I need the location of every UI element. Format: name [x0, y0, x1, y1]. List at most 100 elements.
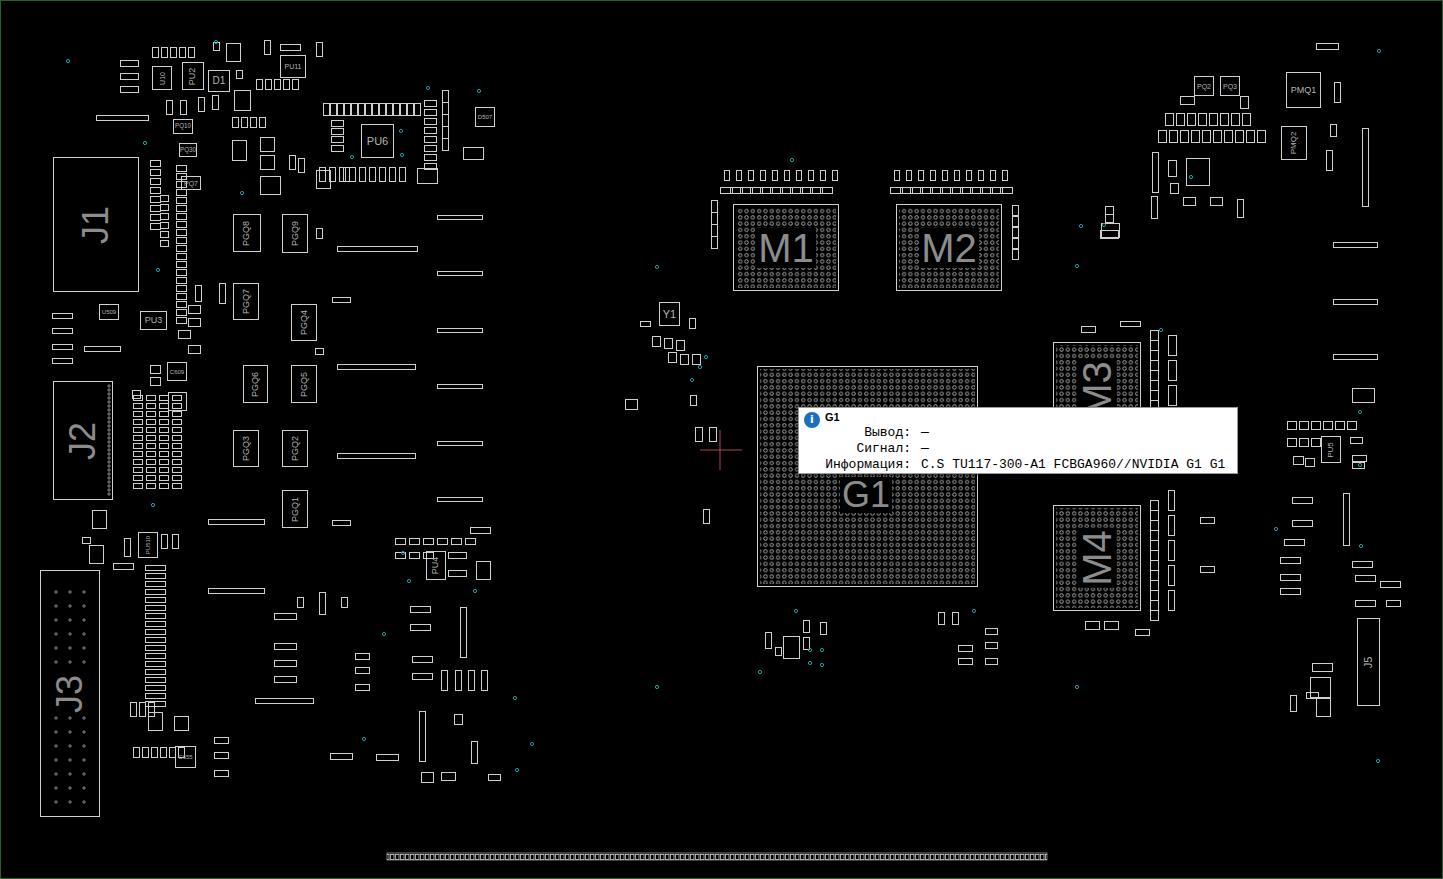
via [214, 40, 217, 43]
component-outline: Y1 [659, 302, 680, 326]
smd-part [134, 420, 143, 425]
smd-part [257, 80, 263, 90]
smd-part [1387, 601, 1401, 607]
connector-pin [108, 433, 110, 435]
smd-part [146, 622, 166, 627]
smd-part [345, 104, 351, 116]
smd-part [1317, 44, 1339, 50]
via [1358, 410, 1361, 413]
part-designator: PGQ5 [300, 371, 309, 396]
smd-part [931, 171, 936, 181]
smd-part [1243, 114, 1251, 126]
connector-pin [69, 759, 71, 761]
smd-part [151, 197, 161, 203]
connector-pin [69, 773, 71, 775]
part-designator: PGQ9 [291, 221, 300, 246]
smd-part [160, 468, 169, 473]
smd-part [712, 201, 718, 213]
smd-part [424, 539, 434, 545]
smd-part [425, 164, 437, 170]
smd-part [160, 396, 169, 401]
smd-part [1151, 531, 1159, 541]
connector-pin [55, 633, 57, 635]
smd-part [696, 428, 703, 442]
part-designator: PGQ6 [251, 371, 260, 396]
smd-part [1344, 494, 1350, 546]
smd-part [332, 121, 344, 127]
smd-part [1169, 566, 1175, 586]
smd-part [1293, 498, 1313, 504]
part-designator: PGQ4 [300, 310, 309, 335]
smd-part [177, 270, 187, 276]
smd-part [1151, 501, 1159, 511]
smd-part [281, 45, 301, 51]
main-component: J2 [53, 381, 113, 500]
smd-part [173, 420, 182, 425]
smd-part [1353, 456, 1367, 462]
component-outline: C655 [175, 746, 196, 768]
smd-part [333, 298, 351, 303]
smd-part [114, 564, 134, 570]
connector-pin [108, 457, 110, 459]
smd-part [215, 753, 229, 759]
part-designator: C609 [170, 369, 184, 375]
smd-part [1121, 322, 1141, 327]
component-outline: U509 [99, 304, 119, 320]
part-designator: PGQ7 [242, 289, 251, 314]
smd-part [189, 346, 201, 354]
smd-part [1312, 422, 1321, 430]
part-designator: PGQ3 [242, 436, 251, 461]
part-designator: D507 [478, 114, 492, 120]
smd-part [177, 222, 187, 228]
smd-part [293, 80, 299, 90]
connector-pin [83, 605, 85, 607]
smd-part [804, 621, 810, 633]
smd-part [1221, 114, 1229, 126]
smd-part [121, 87, 139, 93]
smd-part [1294, 457, 1304, 465]
smd-part [411, 625, 431, 631]
via [407, 579, 410, 582]
smd-part [147, 484, 156, 489]
part-designator: PGQ8 [242, 220, 251, 245]
smd-part [149, 713, 163, 731]
connector-pin [69, 801, 71, 803]
smd-part [442, 773, 456, 781]
smd-part [380, 168, 386, 182]
smd-part [356, 685, 370, 691]
smd-part [681, 355, 689, 365]
smd-part [177, 302, 187, 308]
smd-part [776, 648, 782, 656]
field-value: — [921, 425, 929, 440]
smd-part [284, 80, 290, 90]
via [515, 768, 518, 771]
main-component: M1 [733, 204, 839, 291]
smd-part [1353, 389, 1375, 403]
smd-part [151, 206, 161, 212]
smd-part [317, 229, 323, 239]
smd-part [260, 118, 266, 128]
connector-pin [108, 461, 110, 463]
smd-part [146, 574, 166, 579]
smd-part [340, 168, 346, 182]
smd-part [162, 535, 168, 549]
smd-part [761, 171, 766, 181]
via [820, 663, 823, 666]
smd-part [151, 179, 161, 185]
connector-pin [108, 417, 110, 419]
smd-part [134, 396, 143, 401]
smd-part [1356, 601, 1376, 607]
smd-part [438, 442, 483, 446]
smd-part [160, 476, 169, 481]
smd-part [1169, 491, 1175, 511]
component-outline: PGQ5 [291, 365, 317, 403]
smd-part [1291, 696, 1297, 712]
smd-part [1152, 197, 1158, 219]
via [790, 158, 793, 161]
smd-part [160, 412, 169, 417]
main-component: J3 [40, 570, 100, 817]
connector-pin [83, 759, 85, 761]
via [794, 609, 797, 612]
smd-part [146, 686, 166, 691]
smd-part [1151, 511, 1159, 521]
